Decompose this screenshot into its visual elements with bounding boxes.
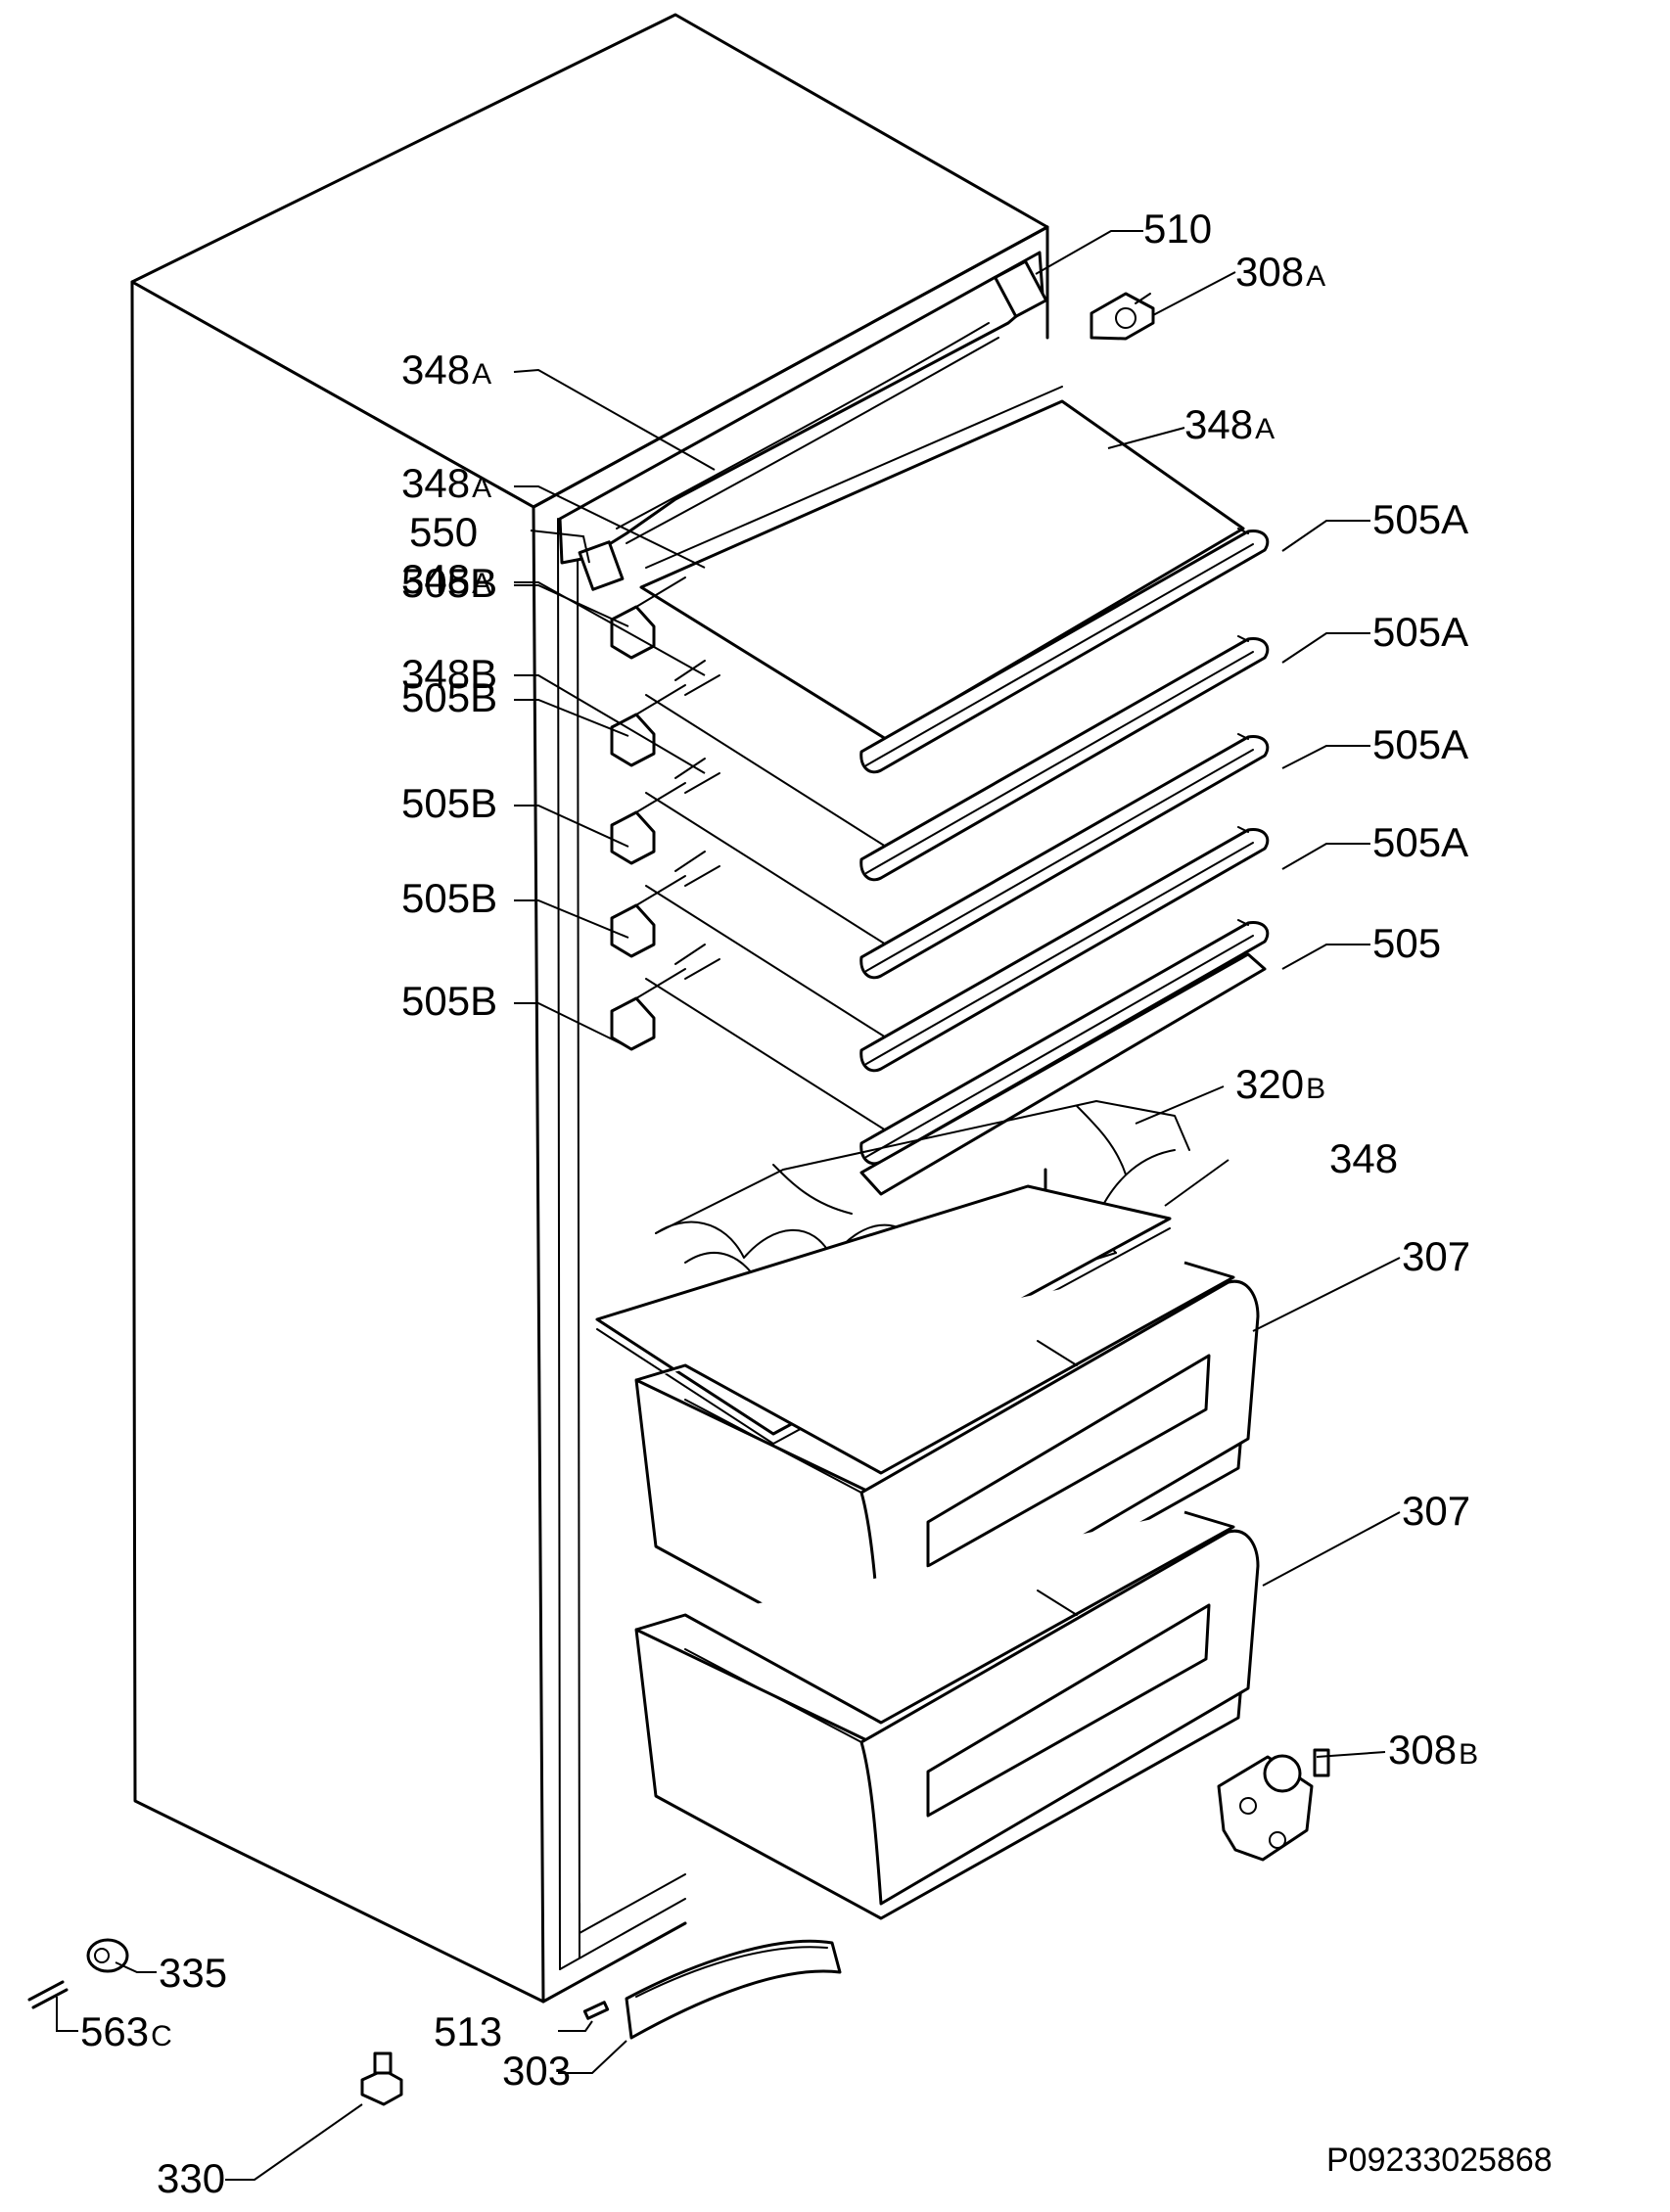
callout-label-308A: 308A (1235, 249, 1325, 295)
callout-number: 510 (1143, 206, 1212, 252)
callout-label-505A-1: 505A (1372, 496, 1468, 542)
roller-axle (27, 1980, 69, 2009)
callout-label-348A-3: 348A (401, 556, 491, 602)
callout-number: 563 (80, 2008, 149, 2054)
callout-label-505A-2: 505A (1372, 609, 1468, 655)
callout-label-510: 510 (1143, 206, 1212, 252)
callout-number: 505B (401, 674, 497, 720)
callout-label-348B: 348B (401, 651, 497, 697)
callout-label-308B: 308B (1388, 1727, 1478, 1773)
crisper-drawers (634, 1261, 1260, 1920)
callout-label-335: 335 (159, 1950, 227, 1996)
callout-suffix: A (1306, 260, 1325, 293)
bottom-hinge (1217, 1748, 1330, 1862)
callout-label-505B-5: 505B (401, 978, 497, 1024)
drawer-2 (634, 1510, 1260, 1920)
callout-suffix: A (472, 568, 491, 600)
callout-suffix: A (1255, 413, 1275, 445)
callout-label-505A-4: 505A (1372, 819, 1468, 865)
callout-label-348A-1: 348A (401, 346, 491, 392)
callout-number: 335 (159, 1950, 227, 1996)
callout-label-505: 505 (1372, 920, 1441, 966)
callout-label-348A-2: 348A (401, 460, 491, 506)
callout-number: 505B (401, 780, 497, 826)
callout-number: 348 (401, 460, 470, 506)
callout-label-505B-3: 505B (401, 780, 497, 826)
adjustable-foot (360, 2051, 403, 2106)
shelf-4 (610, 826, 1270, 1073)
clip (582, 2001, 610, 2020)
callout-label-307-2: 307 (1402, 1488, 1470, 1534)
callout-number: 505 (1372, 920, 1441, 966)
shelf-3 (610, 733, 1270, 980)
callout-number: 348 (1184, 401, 1253, 447)
callout-number: 348 (401, 556, 470, 602)
callout-number: 320 (1235, 1061, 1304, 1107)
callout-suffix: A (472, 358, 491, 391)
callout-number: 505A (1372, 819, 1468, 865)
control-panel-housing (558, 251, 1048, 591)
callout-label-513: 513 (434, 2008, 502, 2054)
document-number: P09233025868 (1326, 2142, 1553, 2179)
callout-suffix: A (472, 472, 491, 504)
callout-number: 307 (1402, 1233, 1470, 1279)
callout-suffix: C (151, 2020, 172, 2052)
callout-label-330: 330 (157, 2155, 225, 2201)
callout-label-348A-top: 348A (1184, 401, 1275, 447)
shelf-2 (610, 635, 1270, 882)
callout-label-505B-4: 505B (401, 875, 497, 921)
top-hinge (1090, 292, 1155, 341)
callout-label-505A-3: 505A (1372, 721, 1468, 767)
callout-label-303: 303 (502, 2048, 571, 2094)
callout-number: 330 (157, 2155, 225, 2201)
shelf-side-trim (610, 810, 656, 865)
shelf-side-trim (610, 903, 656, 958)
callout-number: 513 (434, 2008, 502, 2054)
callout-number: 303 (502, 2048, 571, 2094)
callout-label-307-1: 307 (1402, 1233, 1470, 1279)
callout-suffix: B (1459, 1738, 1478, 1771)
callout-number: 505B (401, 978, 497, 1024)
toe-grille (625, 1939, 842, 2040)
callout-label-563C: 563C (80, 2008, 172, 2054)
callout-number: 308 (1388, 1727, 1457, 1773)
callout-number: 505A (1372, 609, 1468, 655)
callout-number: 505B (401, 875, 497, 921)
callout-number: 348 (401, 346, 470, 392)
shelf-side-trim (610, 605, 656, 660)
callout-number: 550 (409, 509, 478, 555)
callout-number: 505B (401, 560, 497, 606)
callout-number: 307 (1402, 1488, 1470, 1534)
callout-leaders (56, 230, 1401, 2181)
callout-number: 348B (401, 651, 497, 697)
callout-label-550: 550 (409, 509, 478, 555)
callout-number: 505A (1372, 496, 1468, 542)
callout-label-348: 348 (1329, 1135, 1398, 1181)
glass-shelves (610, 386, 1270, 1196)
callout-number: 505A (1372, 721, 1468, 767)
callout-label-505B-2: 505B (401, 674, 497, 720)
refrigerator-cabinet (130, 13, 1049, 2004)
lamp-holder (578, 540, 625, 591)
callout-label-320B: 320B (1235, 1061, 1325, 1107)
callout-number: 348 (1329, 1135, 1398, 1181)
callout-label-505B-1: 505B (401, 560, 497, 606)
callout-number: 308 (1235, 249, 1304, 295)
shelf-5 (610, 919, 1270, 1166)
shelf-1 (610, 386, 1270, 774)
foot-roller (86, 1938, 129, 1973)
callout-suffix: B (1306, 1073, 1325, 1105)
